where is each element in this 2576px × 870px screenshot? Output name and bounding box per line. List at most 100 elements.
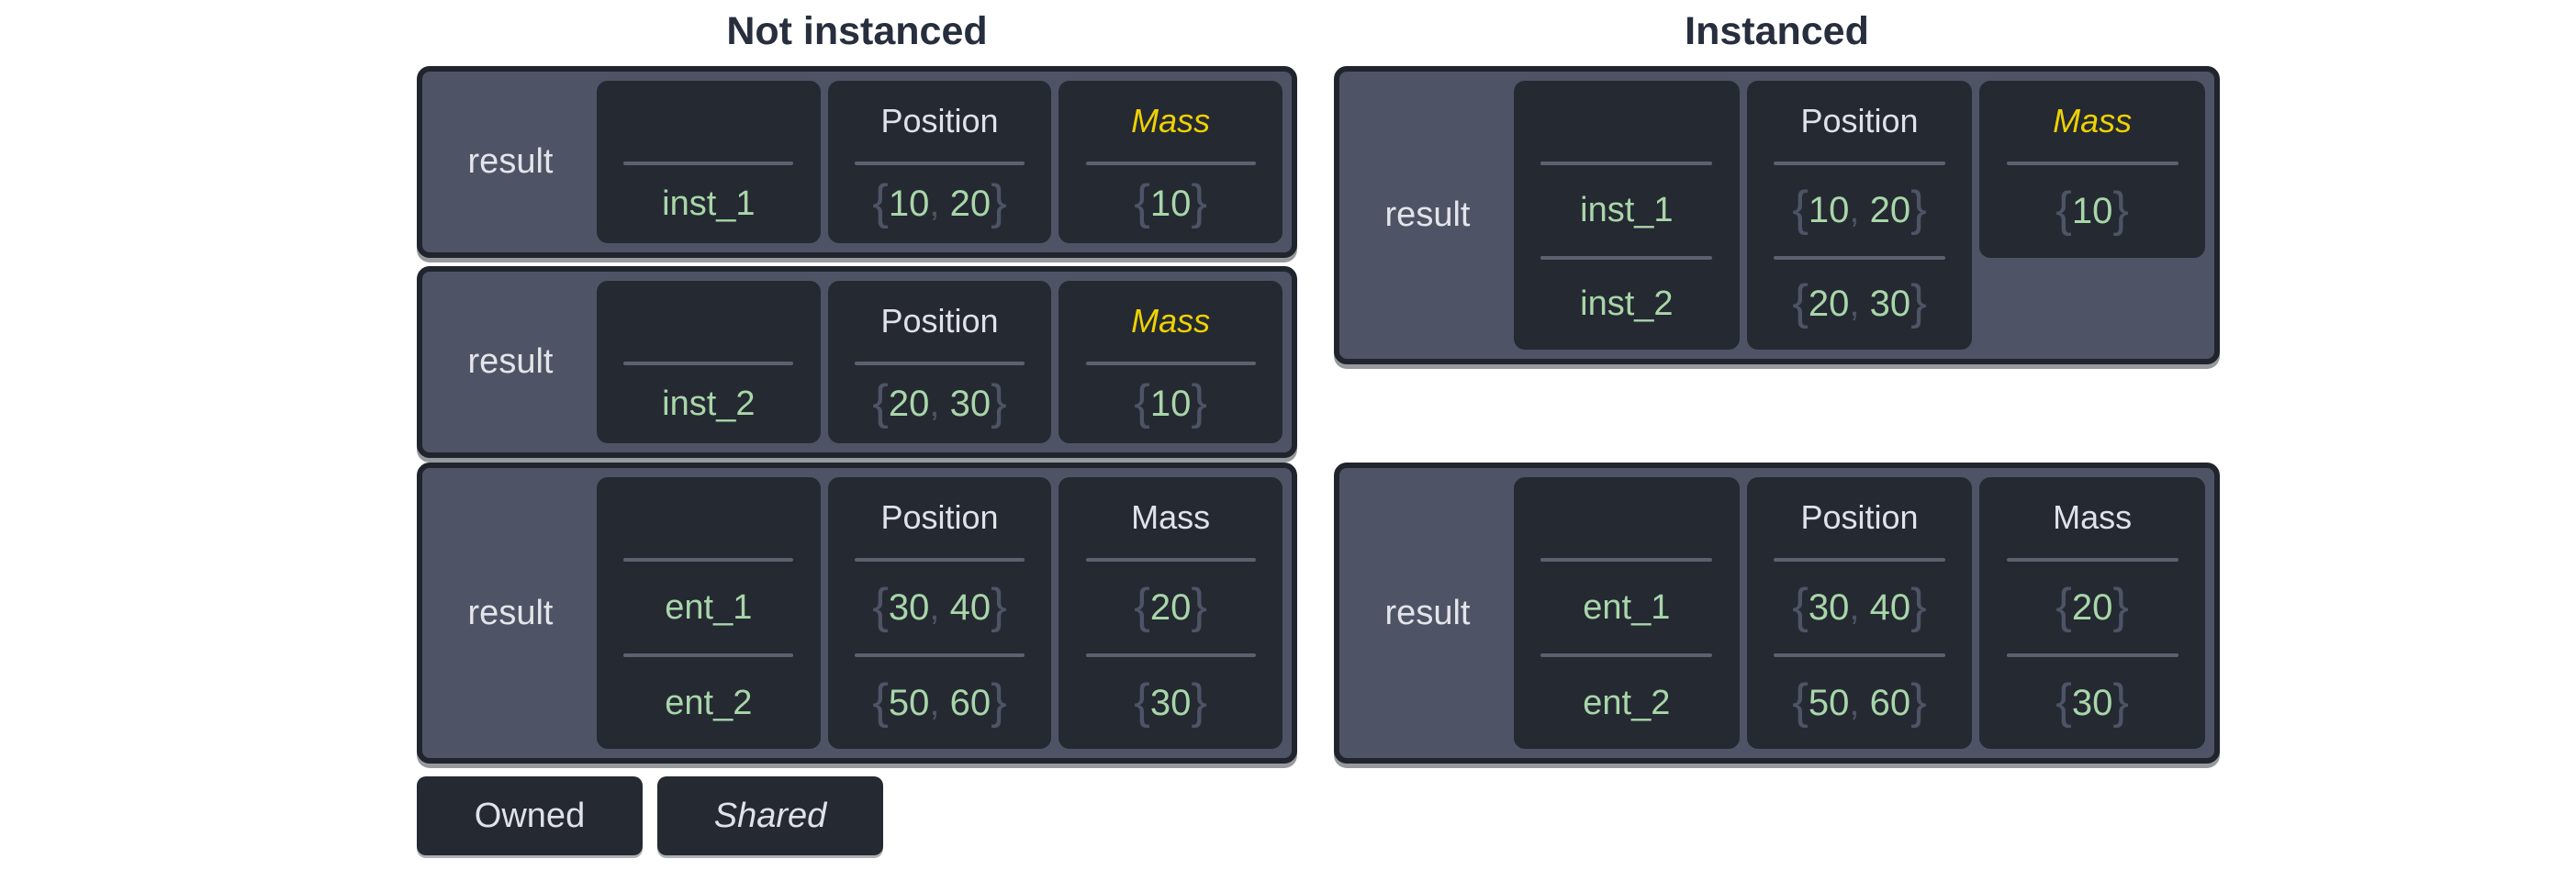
comma-glyph: , bbox=[929, 682, 950, 723]
value-number: 20 bbox=[2071, 586, 2113, 628]
position-value: {30, 40} bbox=[1747, 562, 1973, 653]
value-number: 30 bbox=[888, 586, 930, 628]
legend-shared: Shared bbox=[657, 776, 883, 855]
divider bbox=[1540, 255, 1713, 260]
position-header: Position bbox=[880, 102, 999, 139]
open-brace-glyph: { bbox=[872, 375, 889, 430]
close-brace-glyph: } bbox=[2112, 183, 2130, 238]
position-column: Position {30, 40} {50, 60} bbox=[1746, 477, 1973, 749]
open-brace-glyph: { bbox=[1134, 175, 1150, 230]
open-brace-glyph: { bbox=[1792, 181, 1809, 236]
entity-name: inst_2 bbox=[1580, 284, 1674, 324]
comma-glyph: , bbox=[1849, 284, 1870, 325]
open-brace-glyph: { bbox=[2055, 183, 2072, 238]
value-number: 10 bbox=[1149, 384, 1192, 424]
open-brace-glyph: { bbox=[1792, 275, 1809, 330]
close-brace-glyph: } bbox=[1191, 578, 1208, 633]
entity-column: inst_1 inst_2 bbox=[1514, 81, 1740, 350]
mass-value: {10} bbox=[1058, 365, 1282, 443]
result-label: result bbox=[1384, 195, 1471, 234]
close-brace-glyph: } bbox=[991, 578, 1007, 633]
entity-name: ent_2 bbox=[665, 683, 753, 722]
open-brace-glyph: { bbox=[1134, 578, 1150, 633]
section-title-not-instanced: Not instanced bbox=[726, 9, 988, 53]
value-number: 20 bbox=[1869, 189, 1911, 230]
value-number: 30 bbox=[949, 384, 991, 424]
divider bbox=[1540, 558, 1713, 562]
comma-glyph: , bbox=[1849, 189, 1870, 230]
entity-column: ent_1 ent_2 bbox=[597, 477, 821, 749]
divider bbox=[854, 362, 1025, 365]
close-brace-glyph: } bbox=[2112, 674, 2130, 729]
open-brace-glyph: { bbox=[1792, 674, 1809, 729]
close-brace-glyph: } bbox=[1191, 375, 1208, 430]
divider bbox=[623, 653, 794, 657]
position-value: {20, 30} bbox=[828, 365, 1052, 443]
mass-header-owned: Mass bbox=[2053, 498, 2133, 536]
open-brace-glyph: { bbox=[872, 674, 889, 729]
close-brace-glyph: } bbox=[2112, 578, 2130, 633]
open-brace-glyph: { bbox=[2055, 674, 2072, 729]
close-brace-glyph: } bbox=[1910, 674, 1927, 729]
archetype-table-not-instanced-inst1: result inst_1 Position {10, 20} Mass {10… bbox=[417, 66, 1297, 258]
value-number: 30 bbox=[1149, 682, 1192, 723]
position-header: Position bbox=[880, 302, 999, 340]
value-number: 30 bbox=[1869, 284, 1911, 325]
close-brace-glyph: } bbox=[991, 674, 1007, 729]
divider bbox=[1774, 558, 1945, 562]
position-value: {10, 20} bbox=[828, 165, 1052, 243]
archetype-table-not-instanced-ents: result ent_1 ent_2 Position {30, 40} {50… bbox=[417, 463, 1297, 764]
position-header: Position bbox=[1800, 498, 1919, 536]
mass-header-shared: Mass bbox=[1131, 302, 1211, 340]
mass-value: {20} bbox=[1058, 562, 1282, 653]
mass-column: Mass {10} bbox=[1058, 281, 1283, 443]
close-brace-glyph: } bbox=[1191, 674, 1208, 729]
position-value: {20, 30} bbox=[1747, 260, 1973, 351]
close-brace-glyph: } bbox=[991, 175, 1007, 230]
position-column: Position {20, 30} bbox=[827, 281, 1052, 443]
position-value: {50, 60} bbox=[828, 657, 1052, 749]
divider bbox=[623, 558, 794, 562]
entity-name: inst_1 bbox=[1580, 190, 1674, 229]
open-brace-glyph: { bbox=[1134, 375, 1150, 430]
open-brace-glyph: { bbox=[872, 175, 889, 230]
divider bbox=[854, 653, 1025, 657]
mass-value-shared: {10} bbox=[1979, 165, 2205, 258]
divider bbox=[1085, 362, 1256, 365]
value-number: 50 bbox=[888, 682, 930, 723]
divider bbox=[854, 162, 1025, 165]
position-header: Position bbox=[880, 498, 999, 536]
divider bbox=[1540, 162, 1713, 165]
archetype-table-instanced-insts: result inst_1 inst_2 Position {10, 20} {… bbox=[1334, 66, 2220, 364]
value-number: 10 bbox=[1149, 184, 1192, 224]
entity-column: inst_1 bbox=[597, 81, 821, 243]
position-value: {50, 60} bbox=[1747, 657, 1973, 749]
value-number: 10 bbox=[888, 184, 930, 224]
value-number: 20 bbox=[1808, 284, 1850, 325]
divider bbox=[1774, 653, 1945, 657]
close-brace-glyph: } bbox=[1910, 275, 1927, 330]
comma-glyph: , bbox=[929, 586, 950, 628]
mass-value: {30} bbox=[1979, 657, 2205, 749]
value-number: 20 bbox=[888, 384, 930, 424]
entity-column-blank-header bbox=[1514, 81, 1740, 162]
entity-name: ent_2 bbox=[1583, 683, 1671, 722]
comma-glyph: , bbox=[929, 184, 950, 224]
divider bbox=[1774, 255, 1945, 260]
value-number: 50 bbox=[1808, 682, 1850, 723]
position-column: Position {30, 40} {50, 60} bbox=[827, 477, 1052, 749]
entity-name: ent_1 bbox=[1583, 587, 1671, 627]
mass-header-shared: Mass bbox=[2053, 102, 2133, 139]
comma-glyph: , bbox=[1849, 682, 1870, 723]
value-number: 30 bbox=[1808, 586, 1850, 628]
result-label: result bbox=[467, 593, 554, 632]
comma-glyph: , bbox=[1849, 586, 1870, 628]
result-label: result bbox=[1384, 593, 1471, 632]
entity-column: inst_2 bbox=[597, 281, 821, 443]
divider bbox=[2006, 653, 2178, 657]
close-brace-glyph: } bbox=[991, 375, 1007, 430]
divider bbox=[1085, 653, 1256, 657]
position-column: Position {10, 20} {20, 30} bbox=[1746, 81, 1973, 351]
position-column: Position {10, 20} bbox=[827, 81, 1052, 243]
